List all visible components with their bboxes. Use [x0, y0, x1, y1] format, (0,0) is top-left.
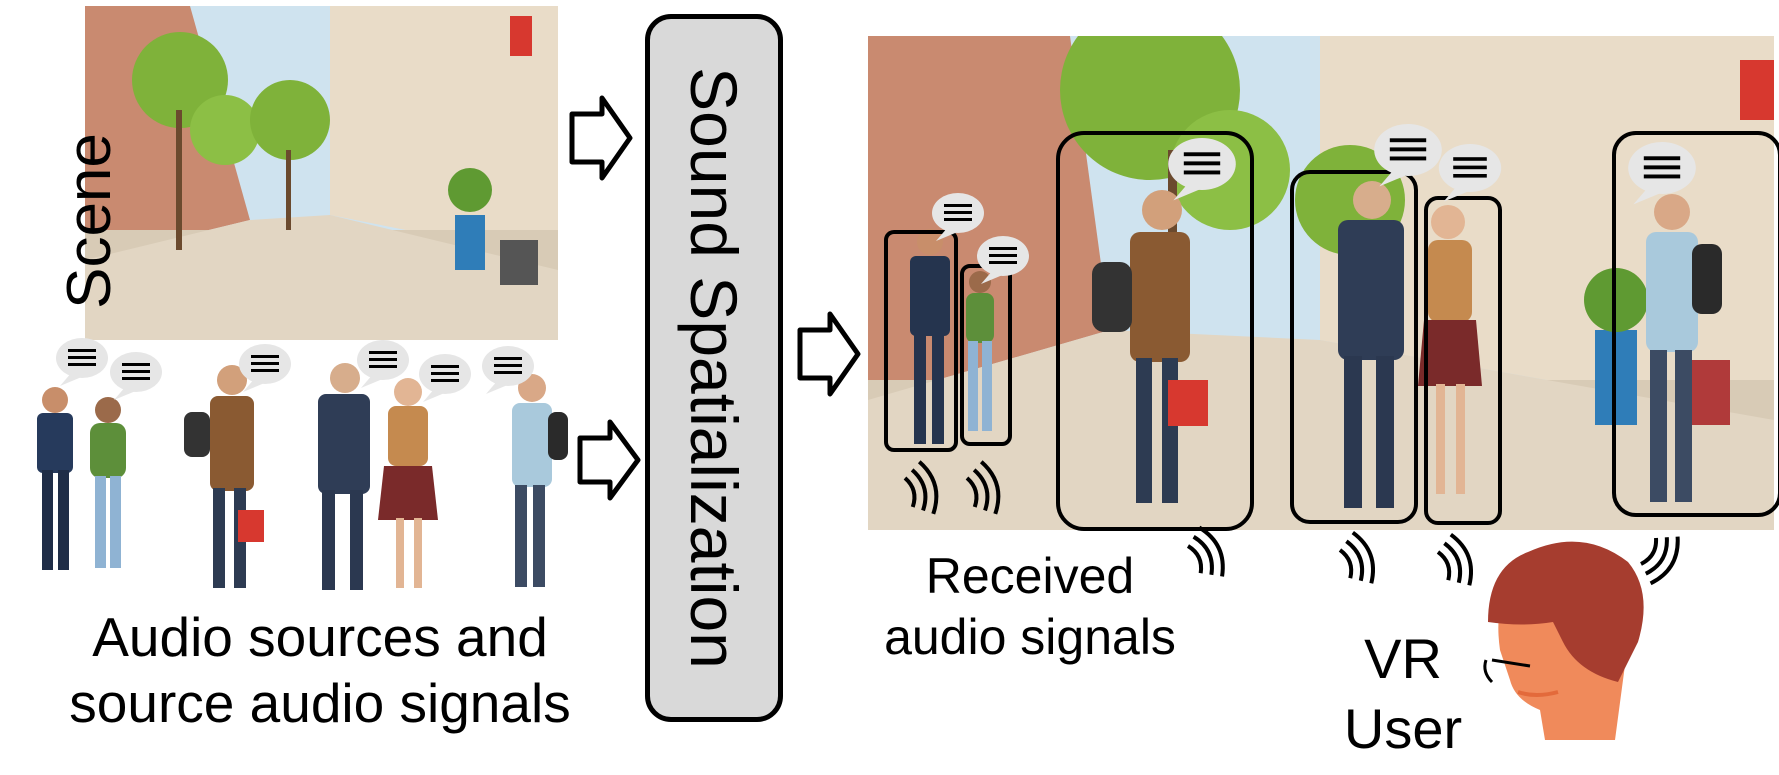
- right-arrow-icon: [797, 311, 861, 397]
- vr-user-label: VR User: [1343, 627, 1463, 760]
- right-arrow-icon: [577, 419, 641, 501]
- sound-wave-icon: [1333, 527, 1382, 592]
- sound-spatialization-label: Sound Spatialization: [677, 67, 751, 669]
- person: [378, 378, 438, 588]
- source-box: [1424, 196, 1502, 525]
- received-signals-label: Received audio signals: [884, 548, 1176, 665]
- speech-bubble-icon: [56, 338, 108, 386]
- sound-wave-icon: [1180, 521, 1233, 587]
- sound-wave-icon: [1431, 529, 1480, 594]
- audio-sources-label: Audio sources and source audio signals: [69, 606, 571, 734]
- person: [318, 363, 370, 590]
- scene-image: [85, 6, 558, 340]
- speech-bubble-icon: [419, 354, 471, 402]
- person: [512, 374, 568, 587]
- source-box: [884, 230, 958, 452]
- sound-wave-icon: [1633, 525, 1688, 590]
- sound-spatialization-box: Sound Spatialization: [645, 14, 783, 722]
- source-box: [1612, 131, 1779, 517]
- speech-bubble-icon: [239, 344, 291, 392]
- person: [37, 387, 73, 570]
- vr-user-head-icon: [1483, 541, 1644, 740]
- source-box: [1290, 170, 1418, 524]
- speech-bubble-icon: [110, 352, 162, 400]
- right-arrow-icon: [569, 95, 633, 181]
- scene-label: Scene: [55, 133, 124, 309]
- person: [90, 397, 126, 568]
- person: [184, 365, 264, 588]
- audio-sources: [37, 338, 568, 590]
- source-box: [1056, 131, 1254, 531]
